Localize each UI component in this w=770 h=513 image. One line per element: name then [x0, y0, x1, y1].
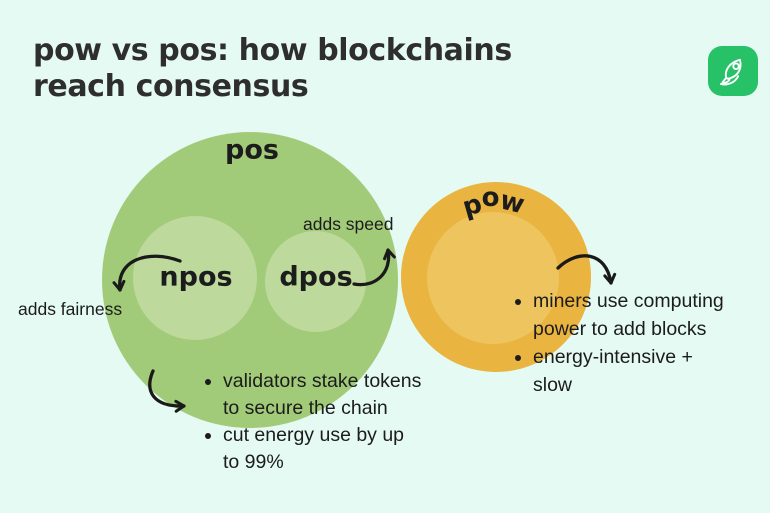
- pos-bullet-list: validators stake tokens to secure the ch…: [205, 368, 473, 476]
- pow-inner-circle: [427, 212, 559, 344]
- brand-logo: [708, 46, 758, 96]
- pow-letter: w: [496, 185, 528, 221]
- npos-label: npos: [159, 261, 233, 293]
- title-line-2: reach consensus: [33, 69, 309, 104]
- bullet-line: energy-intensive +: [533, 346, 693, 368]
- bullet-line: slow: [533, 374, 573, 396]
- pow-letter: o: [480, 182, 500, 214]
- page-title: pow vs pos: how blockchains reach consen…: [33, 33, 512, 105]
- rocket-icon: [719, 58, 742, 86]
- pow-bullet-list: miners use computing power to add blocks…: [515, 287, 768, 399]
- bullet-line: to 99%: [223, 451, 284, 473]
- bullet-item: miners use computing power to add blocks: [533, 287, 768, 343]
- bullet-item: energy-intensive + slow: [533, 343, 768, 399]
- bullet-line: cut energy use by up: [223, 424, 405, 446]
- pow-label: p o w: [459, 182, 527, 223]
- bullet-line: validators stake tokens: [223, 370, 422, 392]
- adds-speed-note: adds speed: [303, 214, 394, 234]
- adds-fairness-note: adds fairness: [18, 299, 123, 319]
- bullet-line: to secure the chain: [223, 397, 388, 419]
- dpos-circle: [265, 231, 366, 332]
- bullet-line: power to add blocks: [533, 318, 707, 340]
- bullet-item: cut energy use by up to 99%: [223, 422, 473, 476]
- title-line-1: pow vs pos: how blockchains: [33, 33, 512, 68]
- bullet-item: validators stake tokens to secure the ch…: [223, 368, 473, 422]
- bullet-line: miners use computing: [533, 290, 724, 312]
- dpos-label: dpos: [279, 261, 353, 293]
- pos-label: pos: [225, 134, 279, 166]
